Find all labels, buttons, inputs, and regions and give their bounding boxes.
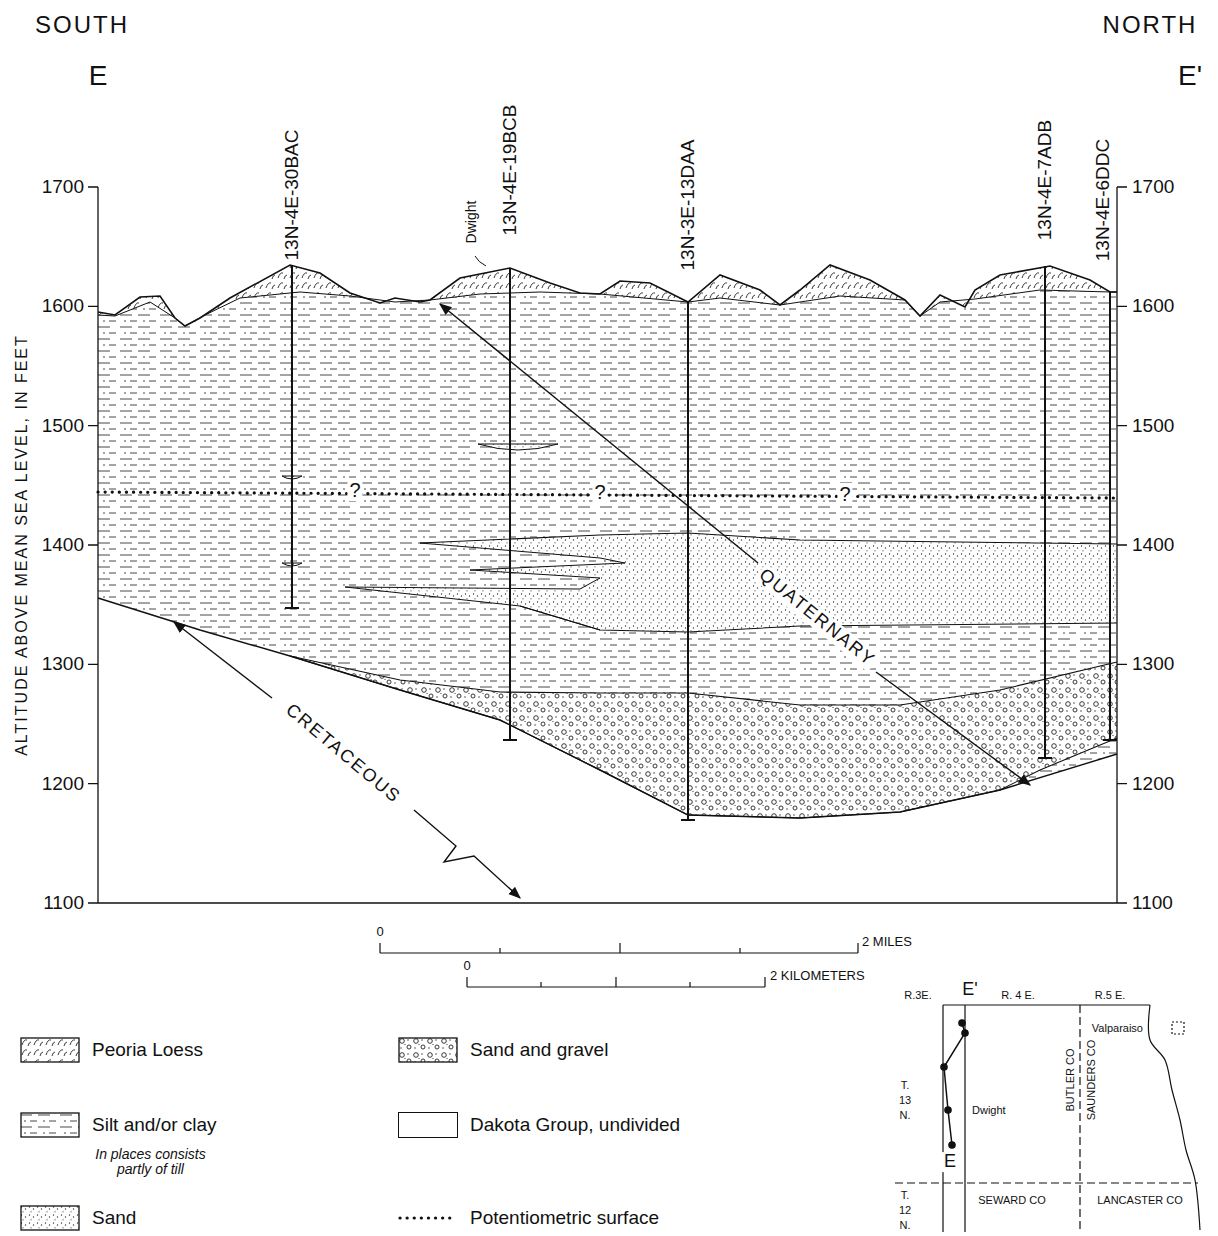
label-text: 13N-4E-6DDC — [1093, 137, 1114, 263]
label-text: 1100 — [1132, 893, 1173, 914]
label-text: 2 MILES — [862, 935, 912, 949]
label-text: LANCASTER CO — [1097, 1194, 1183, 1206]
label-text: 13N-4E-7ADB — [1035, 118, 1056, 242]
test-hole — [681, 302, 695, 820]
contact-line — [98, 598, 1117, 818]
silt-clay-unit — [98, 290, 1117, 818]
contact-line — [98, 265, 1117, 326]
label-text: CRETACEOUS — [280, 699, 406, 809]
label-text: Dwight — [972, 1104, 1006, 1116]
test-hole — [1103, 292, 1117, 740]
label-text: 1200 — [42, 773, 84, 794]
legend-text: Sand — [92, 1207, 136, 1229]
legend-swatch — [20, 1205, 80, 1231]
sand-lens — [478, 444, 558, 450]
label-text: ? — [592, 481, 607, 503]
legend-swatch — [20, 1112, 80, 1138]
leader-arrow — [440, 304, 758, 563]
test-hole — [503, 268, 517, 740]
label-text: R.3E. — [904, 989, 932, 1001]
sand-gravel-unit — [290, 656, 1117, 818]
label-text: SEWARD CO — [978, 1194, 1045, 1206]
leader-arrow — [414, 810, 520, 898]
label-text: SOUTH — [35, 12, 129, 38]
test-hole — [1038, 266, 1052, 758]
label-text: N. — [900, 1219, 911, 1231]
label-text: 1600 — [1132, 296, 1174, 317]
label-text: N. — [900, 1109, 911, 1121]
label-text: E — [942, 1152, 958, 1172]
legend-item: Sand and gravel — [398, 1037, 608, 1063]
label-text: R. 4 E. — [1001, 989, 1035, 1001]
label-text: E' — [962, 980, 977, 1000]
label-text: R.5 E. — [1095, 989, 1126, 1001]
legend-swatch — [398, 1112, 458, 1138]
test-hole — [285, 265, 299, 608]
contact-line — [290, 656, 1117, 705]
sand-unit — [345, 533, 1117, 632]
contact-line — [345, 543, 625, 630]
label-text: ALTITUDE ABOVE MEAN SEA LEVEL, IN FEET — [13, 334, 31, 756]
label-text: 12 — [899, 1204, 911, 1216]
label-text: 1400 — [42, 535, 84, 556]
label-text: SAUNDERS CO — [1085, 1040, 1097, 1121]
loess-unit — [98, 265, 1117, 326]
label-text: T. — [901, 1189, 910, 1201]
label-text: 1200 — [1132, 773, 1174, 794]
label-text: 0 — [463, 959, 470, 973]
label-text: 1500 — [1132, 415, 1174, 436]
label-text: 1600 — [42, 296, 84, 317]
label-text: Valparaiso — [1092, 1022, 1143, 1034]
label-text: NORTH — [1103, 12, 1198, 38]
label-text: E' — [1178, 61, 1202, 92]
label-text: 1700 — [1132, 177, 1174, 198]
contact-line — [290, 656, 1117, 818]
axes — [88, 187, 1127, 903]
label-text: 1300 — [42, 654, 84, 675]
leader-line — [475, 256, 486, 266]
label-text: 0 — [376, 925, 383, 939]
label-text: 13N-3E-13DAA — [678, 138, 699, 273]
label-text: T. — [901, 1079, 910, 1091]
label-text: 1500 — [42, 415, 84, 436]
legend-swatch — [398, 1205, 458, 1231]
legend-text: Potentiometric surface — [470, 1207, 659, 1229]
legend-swatch — [20, 1037, 80, 1063]
label-text: 1700 — [42, 177, 84, 198]
label-text: 13N-4E-19BCB — [500, 103, 521, 238]
label-text: ? — [347, 479, 362, 501]
label-text: 1100 — [43, 893, 84, 914]
label-text: E — [89, 61, 108, 92]
label-text: 1300 — [1132, 654, 1174, 675]
label-text: 13N-4E-30BAC — [282, 128, 303, 263]
legend-item: Silt and/or clay — [20, 1112, 217, 1138]
label-text: 1400 — [1132, 535, 1174, 556]
legend-text: Peoria Loess — [92, 1039, 203, 1061]
leader-arrow — [174, 622, 272, 698]
label-text: ? — [837, 483, 852, 505]
location-map — [895, 1005, 1200, 1232]
contact-line — [98, 290, 1117, 326]
contact-line — [420, 533, 1117, 544]
leader-arrow — [876, 672, 1030, 785]
label-text: Dwight — [464, 199, 479, 246]
label-text: 13 — [899, 1094, 911, 1106]
legend-item: Potentiometric surface — [398, 1205, 659, 1231]
legend-item: Sand — [20, 1205, 136, 1231]
label-text: BUTLER CO — [1064, 1049, 1076, 1112]
legend-text: Sand and gravel — [470, 1039, 608, 1061]
legend-item: Peoria Loess — [20, 1037, 203, 1063]
legend-text: Silt and/or clay — [92, 1114, 217, 1136]
legend-swatch — [398, 1037, 458, 1063]
legend-text: Dakota Group, undivided — [470, 1114, 680, 1136]
geology — [98, 256, 1117, 898]
label-text: In places consists partly of till — [88, 1147, 213, 1178]
label-text: 2 KILOMETERS — [770, 969, 865, 983]
legend-item: Dakota Group, undivided — [398, 1112, 680, 1138]
